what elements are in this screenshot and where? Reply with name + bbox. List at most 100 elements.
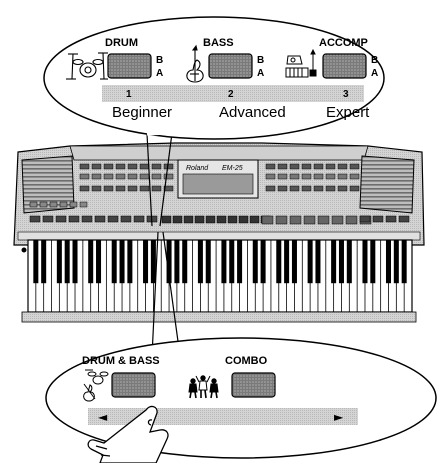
- drum-and-bass-button-label: DRUM & BASS: [82, 355, 160, 367]
- panel-button: [79, 163, 90, 170]
- black-key: [96, 240, 102, 284]
- panel-button: [103, 185, 114, 192]
- panel-button: [115, 185, 126, 192]
- keyboard-body: Roland EM-25: [13, 142, 425, 253]
- black-key: [237, 240, 243, 284]
- panel-button: [172, 215, 183, 224]
- black-key: [252, 240, 258, 284]
- level-beginner: Beginner: [112, 104, 172, 121]
- black-key: [182, 240, 188, 284]
- panel-button: [94, 215, 106, 223]
- panel-button: [325, 185, 336, 192]
- combo-button-label: COMBO: [225, 355, 268, 367]
- panel-button: [205, 215, 216, 224]
- panel-button: [139, 173, 150, 180]
- drum-and-bass-icon: [83, 369, 109, 402]
- panel-button: [337, 163, 348, 170]
- accomp-a-indicator: A: [371, 68, 378, 79]
- combo-button[interactable]: [231, 372, 276, 398]
- black-key: [221, 240, 227, 284]
- accomp-part-button-group: ACCOMP B A 3: [285, 37, 378, 100]
- black-key: [41, 240, 47, 284]
- accomp-part-button[interactable]: [322, 53, 367, 79]
- black-key: [401, 240, 407, 284]
- drum-part-button[interactable]: [107, 53, 152, 79]
- panel-button: [115, 163, 126, 170]
- drum-kit-icon: [66, 52, 108, 80]
- callout-leader-lines: [146, 132, 181, 357]
- level-expert: Expert: [326, 104, 370, 121]
- black-key: [229, 240, 235, 284]
- drum-button-label: DRUM: [105, 37, 138, 49]
- panel-button: [151, 163, 162, 170]
- panel-button: [261, 215, 274, 225]
- panel-button: [325, 173, 336, 180]
- panel-button: [289, 185, 300, 192]
- panel-button: [39, 201, 48, 208]
- panel-button: [151, 185, 162, 192]
- bass-part-button[interactable]: [208, 53, 253, 79]
- panel-buttons: [29, 163, 410, 225]
- black-key: [307, 240, 313, 284]
- panel-button: [303, 215, 316, 225]
- panel-button: [103, 173, 114, 180]
- arrow-left-icon: ◄: [98, 410, 108, 424]
- level-advanced: Advanced: [219, 104, 286, 121]
- black-key: [119, 240, 125, 284]
- right-speaker-grille: [359, 155, 415, 214]
- phones-jack: [21, 247, 27, 253]
- panel-button: [349, 185, 360, 192]
- panel-button: [68, 215, 80, 223]
- drum-and-bass-button[interactable]: [111, 372, 156, 398]
- panel-button: [91, 173, 102, 180]
- level-number-2: 2: [228, 89, 234, 100]
- panel-button: [115, 173, 126, 180]
- panel-button: [313, 185, 324, 192]
- panel-button: [337, 185, 348, 192]
- black-key: [56, 240, 62, 284]
- left-speaker-grille: [21, 155, 75, 214]
- accomp-button-label: ACCOMP: [319, 37, 368, 49]
- pressing-finger-icon: [87, 405, 169, 463]
- panel-button: [183, 215, 194, 224]
- panel-button: [163, 173, 174, 180]
- panel-button: [277, 173, 288, 180]
- panel-button: [337, 173, 348, 180]
- panel-button: [275, 215, 288, 225]
- bass-button-label: BASS: [203, 37, 234, 49]
- panel-button: [79, 201, 88, 208]
- panel-button: [359, 215, 371, 223]
- panel-button: [313, 163, 324, 170]
- bass-a-indicator: A: [257, 68, 264, 79]
- brand-logo: Roland: [186, 165, 209, 172]
- black-key: [284, 240, 290, 284]
- panel-button: [161, 215, 172, 224]
- black-key: [315, 240, 321, 284]
- drum-a-indicator: A: [156, 68, 163, 79]
- black-key: [143, 240, 149, 284]
- black-key: [166, 240, 172, 284]
- panel-button: [79, 173, 90, 180]
- panel-button: [133, 215, 145, 223]
- panel-button: [163, 185, 174, 192]
- black-key: [205, 240, 211, 284]
- panel-button: [91, 185, 102, 192]
- black-key: [338, 240, 344, 284]
- black-key: [370, 240, 376, 284]
- panel-button: [301, 173, 312, 180]
- panel-button: [249, 215, 260, 224]
- panel-button: [79, 185, 90, 192]
- panel-button: [398, 215, 410, 223]
- model-name: EM-25: [222, 165, 243, 172]
- level-strip: [102, 85, 364, 102]
- panel-button: [194, 215, 205, 224]
- panel-button: [325, 163, 336, 170]
- panel-button: [59, 201, 68, 208]
- panel-button: [289, 163, 300, 170]
- black-key: [291, 240, 297, 284]
- panel-button: [91, 163, 102, 170]
- panel-button: [151, 173, 162, 180]
- panel-button: [317, 215, 330, 225]
- black-key: [346, 240, 352, 284]
- panel-button: [385, 215, 397, 223]
